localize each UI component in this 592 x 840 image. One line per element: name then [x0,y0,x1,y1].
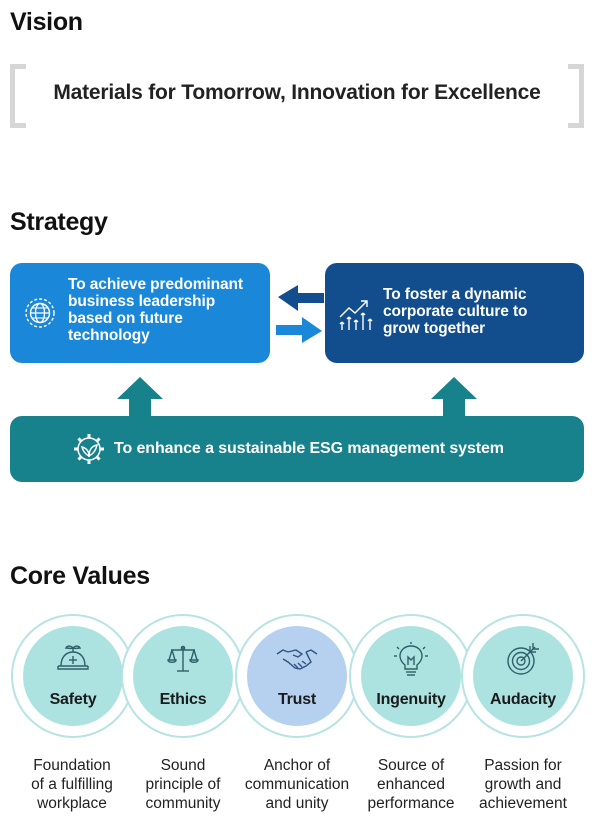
value-label: Trust [277,691,317,708]
strategy-card-technology: To achieve predominant business leadersh… [10,263,270,363]
up-arrow-right [431,377,477,419]
strategy-card-technology-text: To achieve predominant business leadersh… [68,276,243,344]
arrow-right-shape [276,317,322,343]
value-circle: Ethics [133,626,233,726]
value-ingenuity: Ingenuity [349,614,473,738]
value-label: Ingenuity [376,691,446,708]
value-trust: Trust [235,614,359,738]
target-icon [507,643,539,675]
value-circle: Trust [247,626,347,726]
value-label: Safety [49,691,97,708]
eco-gear-icon [74,434,104,464]
arrow-left-shape [278,285,324,311]
value-ethics: Ethics [121,614,245,738]
vision-statement: Materials for Tomorrow, Innovation for E… [53,81,541,104]
growth-chart-icon [339,300,373,330]
value-label: Audacity [490,691,556,708]
vision-statement-box: Materials for Tomorrow, Innovation for E… [10,64,584,128]
strategy-card-culture: To foster a dynamic corporate culture to… [325,263,584,363]
left-bracket [10,64,26,128]
scales-icon [167,645,199,672]
handshake-icon [276,649,318,670]
value-circle: Audacity [473,626,573,726]
strategy-card-esg: To enhance a sustainable ESG management … [10,416,584,482]
exchange-arrows [276,285,324,343]
strategy-card-esg-text: To enhance a sustainable ESG management … [114,440,504,457]
vision-title: Vision [10,8,83,36]
up-arrow-left [117,377,163,419]
lightbulb-icon [394,642,428,676]
value-safety: Safety [11,614,135,738]
value-circle: Safety [23,626,123,726]
right-bracket [568,64,584,128]
core-values-title: Core Values [10,562,150,590]
helmet-icon [57,645,89,670]
value-circle: Ingenuity [361,626,461,726]
strategy-title: Strategy [10,208,108,236]
globe-icon [25,298,55,328]
value-audacity: Audacity [461,614,585,738]
strategy-card-culture-text: To foster a dynamic corporate culture to… [383,286,528,337]
value-label: Ethics [159,691,207,708]
